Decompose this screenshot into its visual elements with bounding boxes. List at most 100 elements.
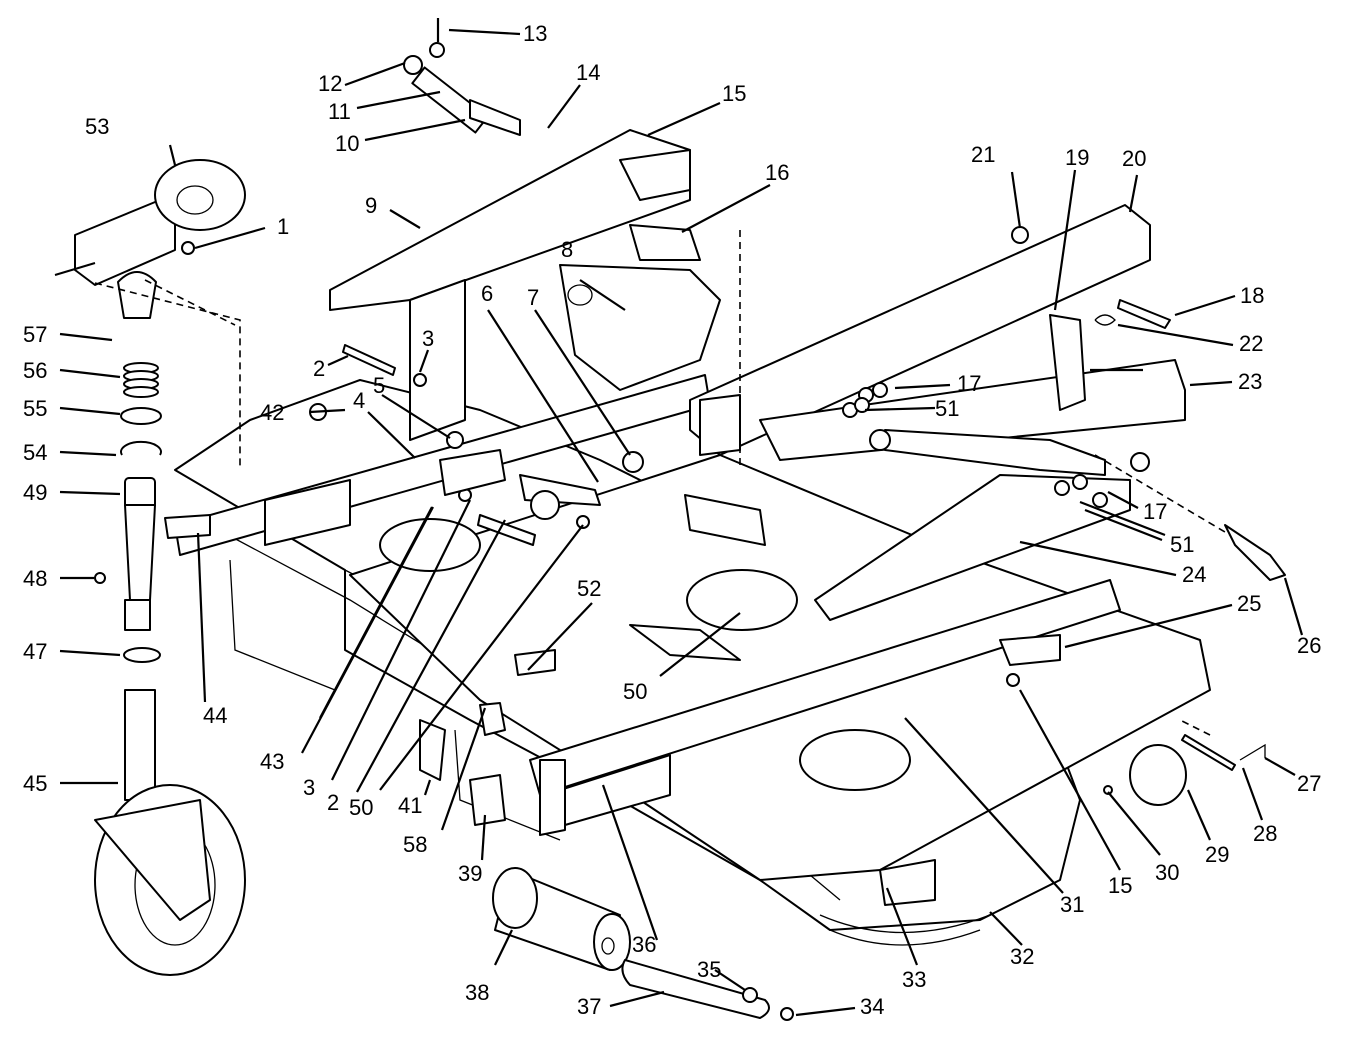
blade-spindle-cover-left xyxy=(379,518,481,572)
label-17: 17 xyxy=(1143,499,1167,524)
label-22: 22 xyxy=(1239,331,1263,356)
label-17: 17 xyxy=(957,371,981,396)
adjustment-rod-upper xyxy=(403,18,521,136)
label-31: 31 xyxy=(1060,892,1084,917)
label-6: 6 xyxy=(481,281,493,306)
label-50: 50 xyxy=(349,795,373,820)
washer-55 xyxy=(120,407,162,425)
label-37: 37 xyxy=(577,994,601,1019)
label-27: 27 xyxy=(1297,771,1321,796)
label-15: 15 xyxy=(1108,873,1132,898)
label-53: 53 xyxy=(85,114,109,139)
bracket-25 xyxy=(999,634,1061,666)
label-47: 47 xyxy=(23,639,47,664)
label-58: 58 xyxy=(403,832,427,857)
fitting-48 xyxy=(94,572,106,584)
roller-rod xyxy=(621,959,770,1019)
adjustment-rod-lower xyxy=(869,429,1150,476)
label-42: 42 xyxy=(260,400,284,425)
rear-roller xyxy=(492,867,631,971)
label-38: 38 xyxy=(465,980,489,1005)
label-39: 39 xyxy=(458,861,482,886)
label-11: 11 xyxy=(328,99,351,124)
label-12: 12 xyxy=(318,71,342,96)
bolt-15b xyxy=(1006,673,1020,687)
label-3: 3 xyxy=(303,775,315,800)
nut-7 xyxy=(622,451,644,473)
right-side-beams xyxy=(689,204,1186,621)
label-26: 26 xyxy=(1297,633,1321,658)
caster-wheel-assembly xyxy=(94,477,246,976)
label-43: 43 xyxy=(260,749,284,774)
lynch-pin-26 xyxy=(1224,524,1286,581)
label-45: 45 xyxy=(23,771,47,796)
line-art xyxy=(54,18,1286,1021)
washer-3 xyxy=(413,373,427,387)
spacer-58 xyxy=(479,702,506,736)
label-15: 15 xyxy=(722,81,746,106)
caster-stack-parts xyxy=(117,271,162,456)
pad-44 xyxy=(164,514,211,539)
plate-41 xyxy=(419,719,446,781)
link-plate-43 xyxy=(439,449,506,496)
label-54: 54 xyxy=(23,440,47,465)
label-24: 24 xyxy=(1182,562,1206,587)
hardware-items xyxy=(94,224,1286,1021)
label-44: 44 xyxy=(203,703,227,728)
label-32: 32 xyxy=(1010,944,1034,969)
label-33: 33 xyxy=(902,967,926,992)
label-7: 7 xyxy=(527,285,539,310)
pin-2b xyxy=(477,514,536,546)
label-2: 2 xyxy=(327,790,339,815)
label-51: 51 xyxy=(935,396,959,421)
label-13: 13 xyxy=(523,21,547,46)
part-labels: 1 2 2 3 3 4 5 6 7 8 9 10 11 12 13 14 15 … xyxy=(23,21,1321,1019)
bolt-30 xyxy=(1103,785,1113,795)
plate-39 xyxy=(469,774,506,826)
anti-scalp-wheel-mount xyxy=(54,159,246,286)
label-5: 5 xyxy=(373,373,385,398)
blade-spindle-cover-right xyxy=(799,729,911,791)
lift-latch-plate xyxy=(1049,314,1086,411)
nut-21 xyxy=(1011,226,1029,244)
blade-spindle-cover-center xyxy=(686,569,798,631)
bolt-34 xyxy=(780,1007,794,1021)
label-30: 30 xyxy=(1155,860,1179,885)
label-25: 25 xyxy=(1237,591,1261,616)
lift-link-arm xyxy=(559,264,721,391)
label-18: 18 xyxy=(1240,283,1264,308)
guard-33 xyxy=(879,859,936,906)
label-52: 52 xyxy=(577,576,601,601)
label-2: 2 xyxy=(313,356,325,381)
label-16: 16 xyxy=(765,160,789,185)
nut-35 xyxy=(742,987,758,1003)
label-29: 29 xyxy=(1205,842,1229,867)
label-10: 10 xyxy=(335,131,359,156)
nut-5 xyxy=(446,431,464,449)
label-49: 49 xyxy=(23,480,47,505)
deck-top-plate xyxy=(349,454,1211,881)
label-14: 14 xyxy=(576,60,600,85)
label-1: 1 xyxy=(277,214,289,239)
bolt-50 xyxy=(576,515,590,529)
bolt-2 xyxy=(342,344,396,376)
label-21: 21 xyxy=(971,142,995,167)
label-4: 4 xyxy=(353,388,365,413)
rod-end-16 xyxy=(629,224,701,261)
knob-29 xyxy=(1129,744,1187,806)
label-19: 19 xyxy=(1065,145,1089,170)
pin-28 xyxy=(1181,734,1236,771)
label-56: 56 xyxy=(23,358,47,383)
clip-27 xyxy=(1239,743,1266,761)
pivot-36 xyxy=(539,759,566,836)
label-9: 9 xyxy=(365,193,377,218)
assembly-lines xyxy=(94,230,1231,736)
label-23: 23 xyxy=(1238,369,1262,394)
cap-57 xyxy=(117,271,157,319)
label-34: 34 xyxy=(860,994,884,1019)
bolt-18 xyxy=(1117,299,1171,329)
hairpin-22 xyxy=(1094,314,1116,326)
label-48: 48 xyxy=(23,566,47,591)
